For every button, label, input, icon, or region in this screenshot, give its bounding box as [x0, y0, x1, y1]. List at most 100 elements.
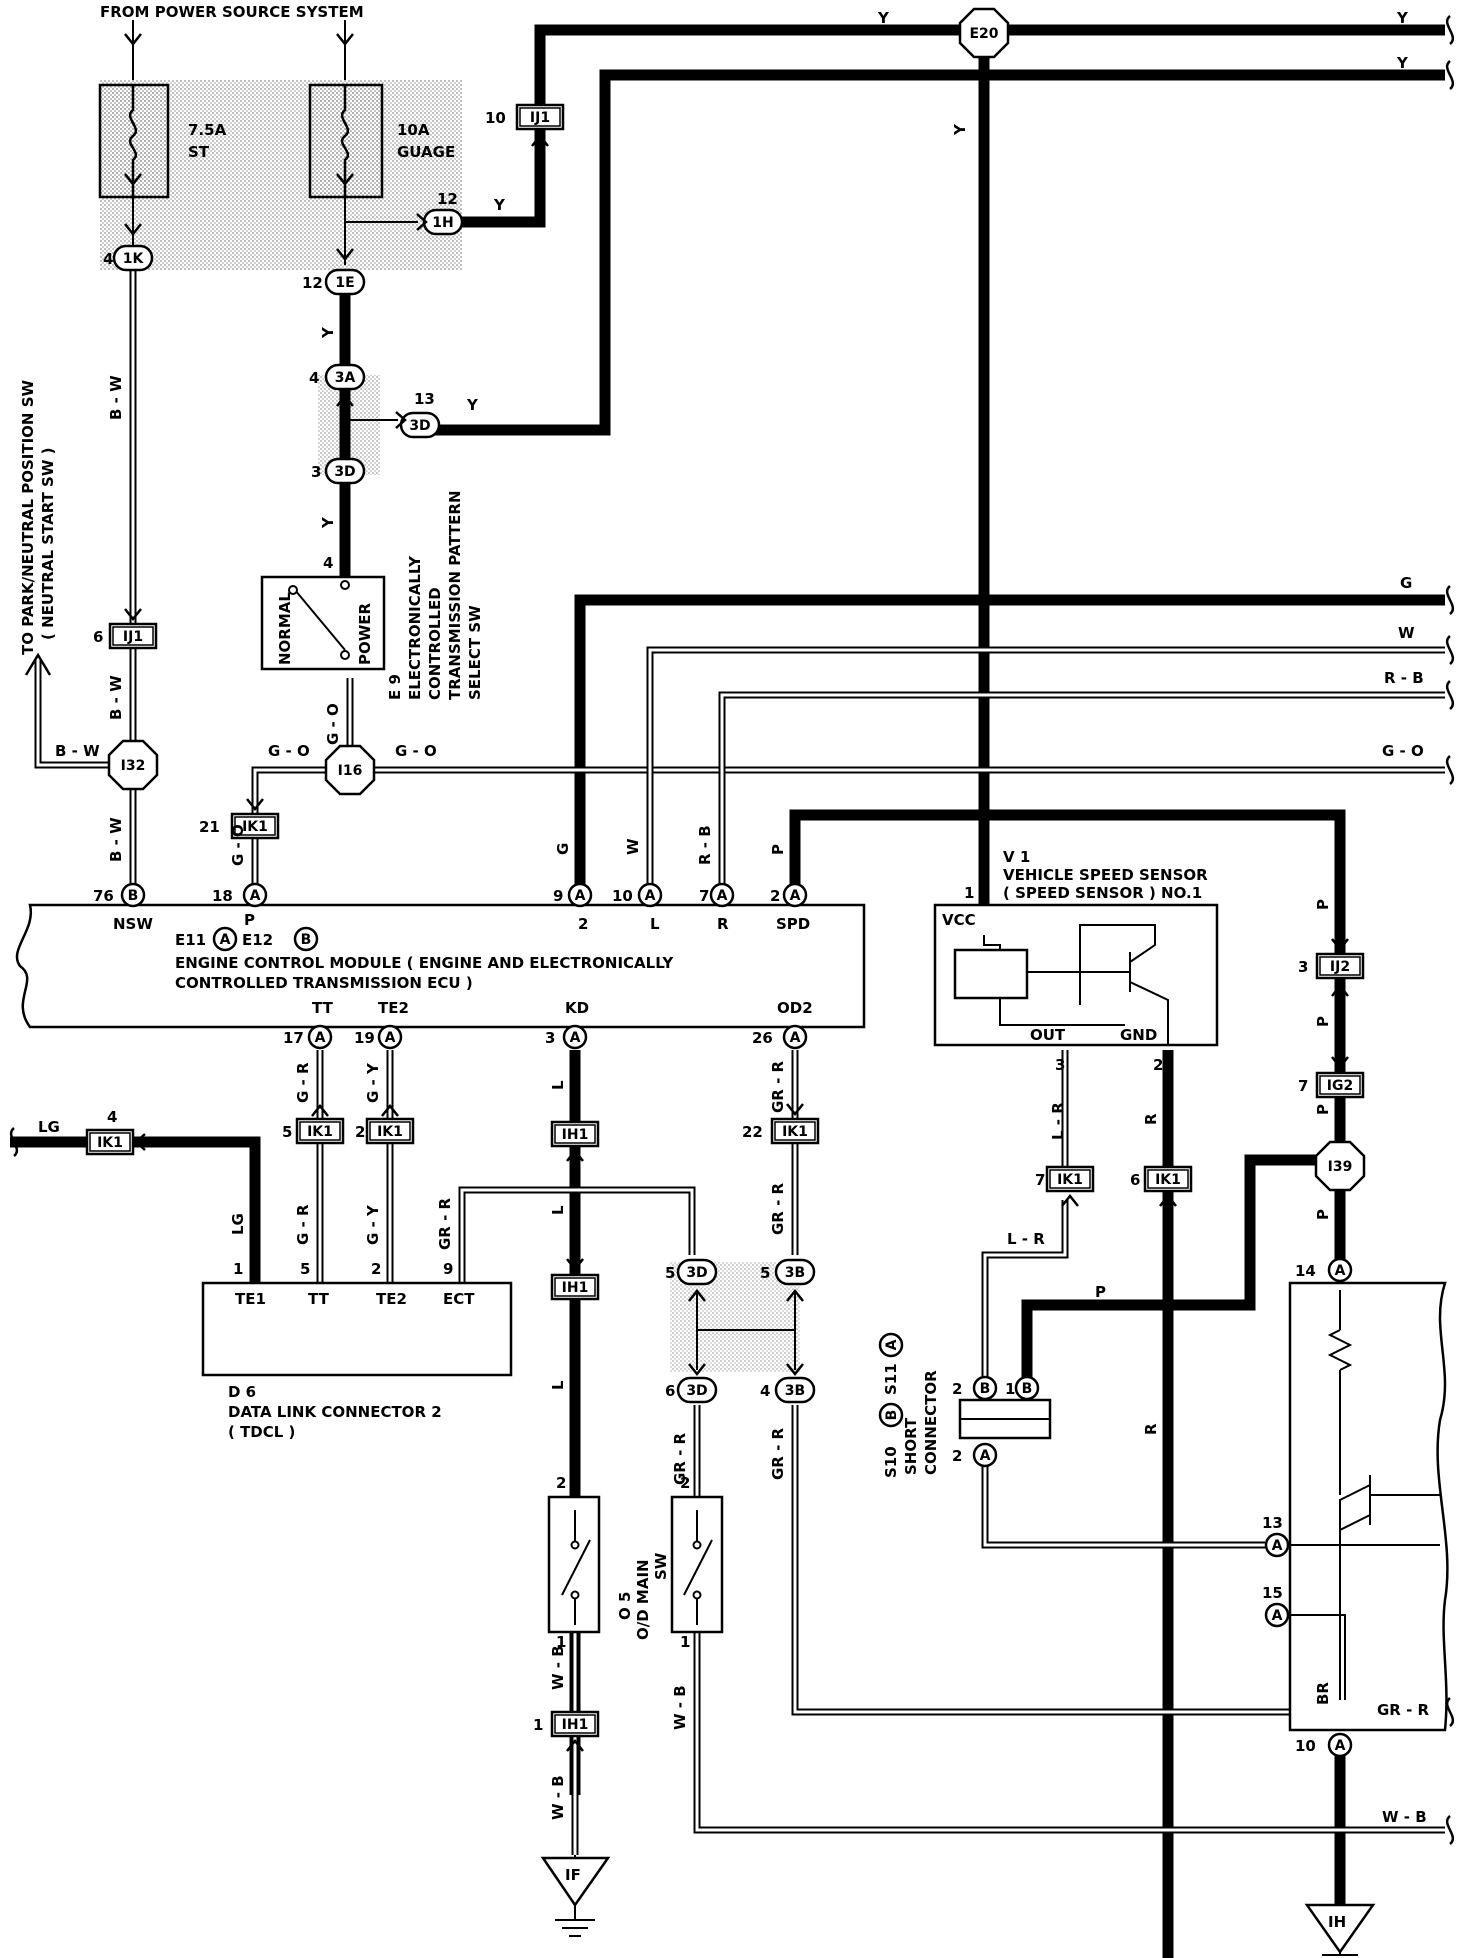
connector-j-i32: I32: [107, 739, 159, 791]
wire-color-label: B - W: [55, 742, 100, 760]
connector-j-i16: I16: [324, 744, 376, 796]
wire-color-label: GR - R: [769, 1427, 787, 1480]
pin-circle-letter: A: [1335, 1738, 1346, 1754]
pin-circle-6: A: [307, 1024, 333, 1050]
connector-j-ik1-r-label: IK1: [1155, 1172, 1181, 1188]
chevron-marker: [124, 608, 142, 622]
chevron-marker: [381, 1103, 399, 1117]
short-conn-name-1: SHORT: [902, 1417, 920, 1475]
wire-color-label: G - Y: [364, 1062, 382, 1103]
connector-j-ik1-od2-label: IK1: [782, 1124, 808, 1140]
wire-color-label: P: [769, 844, 787, 855]
pin-number: 2: [680, 1474, 690, 1492]
chevron-marker: [124, 173, 142, 187]
pin-circle-letter: A: [570, 1030, 581, 1046]
pin-circle-16: A: [1327, 1732, 1353, 1758]
wire-color-label: GR - R: [671, 1432, 689, 1485]
wire-color-label: W: [624, 838, 642, 855]
dlc-term-te2: TE2: [376, 1290, 407, 1308]
connector-j-ij2-label: IJ2: [1330, 959, 1350, 975]
pin-number: 4: [107, 1108, 117, 1126]
pin-number: 2: [770, 887, 780, 905]
wire-color-label: P: [1314, 1209, 1332, 1220]
connector-j-3d-5-label: 3D: [686, 1265, 707, 1281]
pin-circle-10: B: [972, 1375, 998, 1401]
pin-number: 12: [302, 274, 323, 292]
wire-color-label: G: [554, 843, 572, 855]
pin-circle-3: A: [637, 882, 663, 908]
wire-color-label: G - O: [395, 742, 437, 760]
pin-number: 10: [1295, 1737, 1316, 1755]
pin-number: 3: [1055, 1056, 1065, 1074]
pin-number: 26: [752, 1029, 773, 1047]
connector-j-ij1-top-label: IJ1: [530, 110, 550, 126]
pin-number: 10: [612, 887, 633, 905]
pin-circle-letter: A: [717, 888, 728, 904]
pin-circle-14: A: [1264, 1532, 1290, 1558]
pin-circle-13: A: [1327, 1257, 1353, 1283]
pin-number: 5: [760, 1264, 770, 1282]
wire-color-label: Y: [1396, 9, 1409, 27]
pin-circle-letter: A: [790, 888, 801, 904]
connector-j-ik1-18-label: IK1: [242, 819, 268, 835]
wire-break-mark: [1445, 680, 1455, 710]
wire-color-label: LG: [38, 1118, 60, 1136]
connector-j-1e-label: 1E: [335, 275, 354, 291]
connector-j-ih1-c-label: IH1: [562, 1717, 589, 1733]
thin-wires: [132, 20, 796, 1370]
chevron-marker: [566, 1738, 584, 1752]
ground-if-label: IF: [565, 1866, 581, 1884]
wire-color-label: G - Y: [364, 1204, 382, 1245]
pattern-sw-name-4: SELECT SW: [466, 605, 484, 700]
wire-color-label: G - O: [268, 742, 310, 760]
speed-sensor-out: OUT: [1030, 1026, 1066, 1044]
connector-j-ik1-lg-label: IK1: [97, 1135, 123, 1151]
ecm-term-kd: KD: [565, 999, 589, 1017]
pin-number: 9: [443, 1260, 453, 1278]
pin-number: 1: [964, 884, 974, 902]
chevron-marker: [336, 173, 354, 187]
pin-circle-letter: A: [1272, 1608, 1283, 1624]
pin-number: 2: [371, 1260, 381, 1278]
wire-break-mark: [1445, 60, 1455, 90]
od-sw-id: O 5: [616, 1592, 634, 1620]
connector-j-3a: 3A: [324, 363, 366, 391]
wire-color-label: P: [1095, 1283, 1106, 1301]
pin-circle-0: B: [120, 882, 146, 908]
connector-j-ij1-top: IJ1: [515, 103, 565, 131]
pin-number: 17: [283, 1029, 304, 1047]
chevron-marker: [1159, 1193, 1177, 1207]
chevron-marker: [124, 33, 142, 47]
connector-j-ik1-lr: IK1: [1045, 1165, 1095, 1193]
speed-sensor-vcc: VCC: [942, 911, 976, 929]
ground-if: [540, 1855, 611, 1937]
fuse-gauge: [308, 83, 384, 199]
chevron-marker: [786, 1288, 804, 1302]
fuse-gauge-name: GUAGE: [397, 143, 455, 161]
chevron-marker: [566, 1148, 584, 1162]
chevron-marker: [566, 1258, 584, 1272]
wire-color-label: Y: [1396, 54, 1409, 72]
short-conn-id2: S11: [882, 1363, 900, 1395]
connector-j-3b-5: 3B: [774, 1258, 816, 1286]
chevron-marker: [531, 133, 549, 147]
connector-j-ik1-lr-label: IK1: [1057, 1172, 1083, 1188]
connector-j-ij1-left-label: IJ1: [123, 629, 143, 645]
connector-j-3a-label: 3A: [335, 370, 356, 386]
pattern-select-switch: [260, 575, 386, 671]
pattern-sw-normal: NORMAL: [276, 592, 294, 665]
park-sw-label-2: ( NEUTRAL START SW ): [39, 448, 57, 640]
pin-circle-letter: A: [1335, 1263, 1346, 1279]
pin-number: 2: [952, 1447, 962, 1465]
pin-circle-12: A: [972, 1442, 998, 1468]
ecm-circle-a: A: [220, 932, 231, 948]
chevron-marker: [688, 1288, 706, 1302]
connector-j-i39-label: I39: [1328, 1159, 1353, 1175]
pin-number: 2: [556, 1474, 566, 1492]
pin-number: 10: [485, 109, 506, 127]
ecm-term-nsw: NSW: [113, 915, 153, 933]
short-conn-circle-b: B: [884, 1410, 900, 1421]
ecm-id-a: E11: [175, 931, 206, 949]
connector-j-1h-label: 1H: [432, 215, 453, 231]
ecm-name-1: ENGINE CONTROL MODULE ( ENGINE AND ELECT…: [175, 954, 674, 972]
